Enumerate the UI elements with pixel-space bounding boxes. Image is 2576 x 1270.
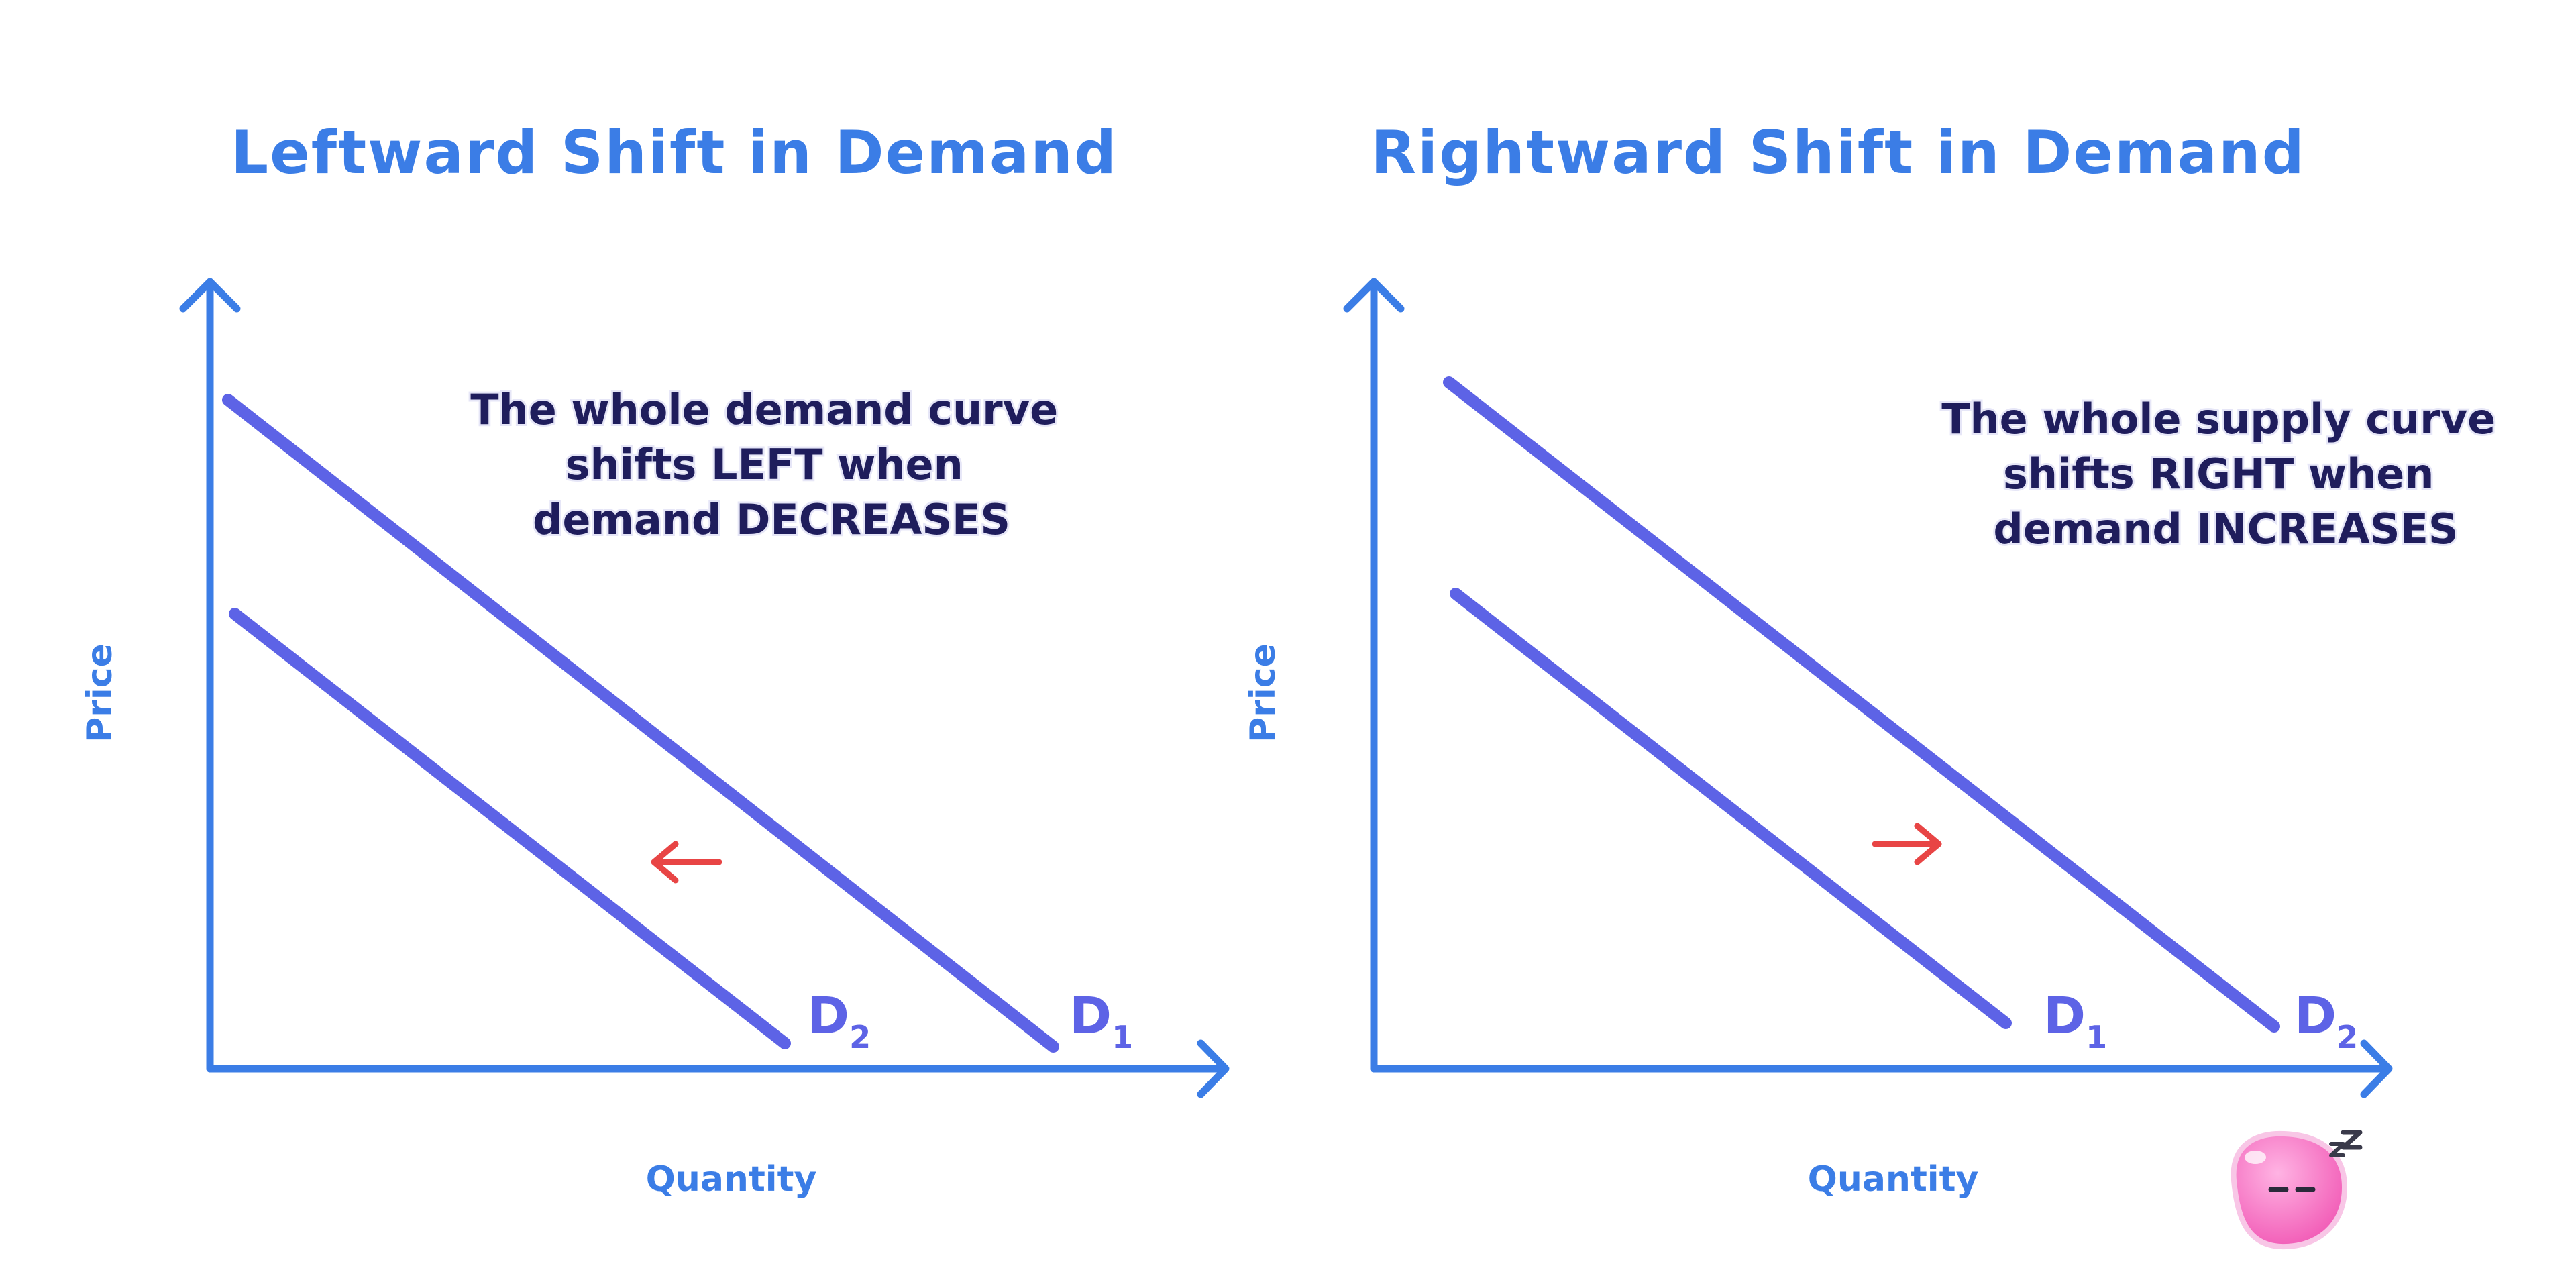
explanation-note: The whole demand curve shifts LEFT when … [470, 385, 1072, 544]
curve-label-d1: D1 [1069, 986, 1133, 1055]
y-axis-label: Price [80, 643, 120, 743]
demand-curves [222, 394, 1059, 1053]
y-axis-label: Price [1243, 643, 1283, 743]
x-axis-arrowhead [1197, 1039, 1230, 1098]
x-axis-arrowhead [2360, 1039, 2393, 1098]
demand-curves [1443, 376, 2280, 1033]
panel-title: Rightward Shift in Demand [1371, 118, 2305, 187]
curve-label-d1: D1 [2043, 986, 2107, 1055]
panel-leftward-shift: Leftward Shift in Demand Price Quantity … [80, 118, 1230, 1200]
axes [1343, 278, 2393, 1098]
panel-rightward-shift: Rightward Shift in Demand Price Quantity… [1243, 118, 2510, 1200]
y-axis-arrowhead [1343, 278, 1405, 313]
curve-label-d2: D2 [807, 986, 871, 1055]
panel-title: Leftward Shift in Demand [231, 118, 1118, 187]
axes [179, 278, 1230, 1098]
explanation-note: The whole supply curve shifts RIGHT when… [1941, 394, 2510, 553]
demand-curve-d2 [229, 608, 791, 1049]
shift-left-arrow-icon [651, 841, 722, 884]
y-axis-arrowhead [179, 278, 241, 313]
x-axis-label: Quantity [1808, 1159, 1979, 1200]
demand-curve-d1 [222, 394, 1059, 1053]
demand-curve-d2 [1443, 376, 2280, 1033]
curve-label-d2: D2 [2294, 986, 2358, 1055]
demand-curve-d1 [1450, 588, 2012, 1029]
shift-right-arrow-icon [1872, 823, 1942, 865]
x-axis-label: Quantity [646, 1159, 817, 1200]
sleeping-blob-mascot-icon [2231, 1130, 2363, 1250]
